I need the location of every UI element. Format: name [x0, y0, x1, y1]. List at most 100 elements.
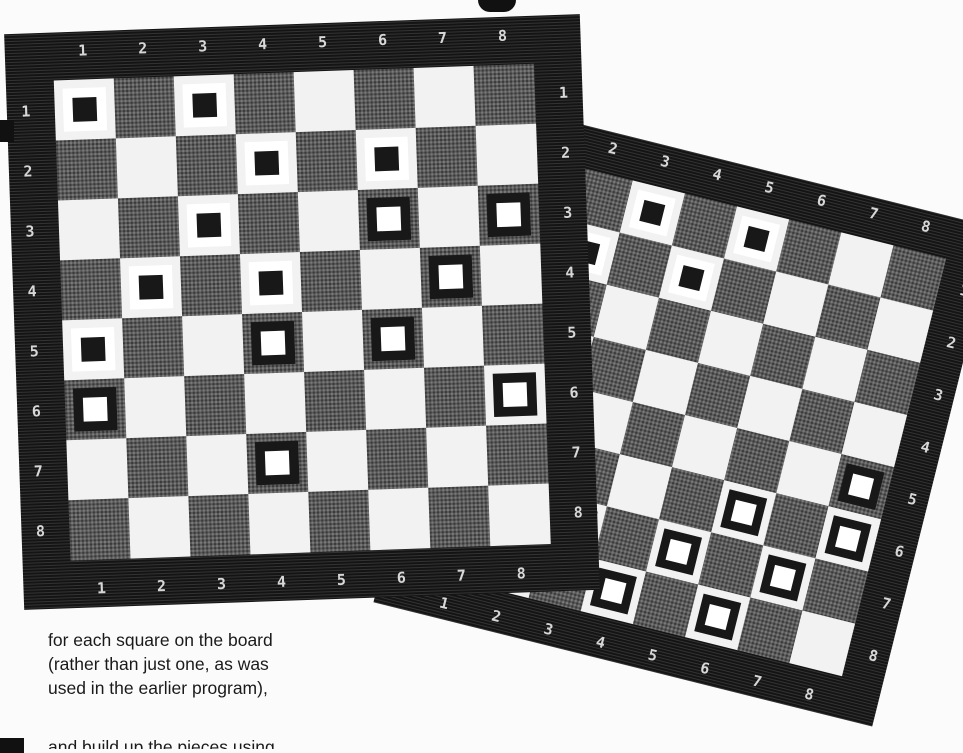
article-line: (rather than just one, as was	[48, 652, 378, 676]
right-coordinate-label: 3	[563, 204, 573, 222]
bottom-coordinate-label: 7	[456, 566, 466, 584]
light-piece	[503, 382, 528, 407]
board-square	[354, 68, 417, 131]
board-square	[416, 126, 479, 189]
right-coordinate-label: 2	[561, 144, 571, 162]
dark-piece	[197, 213, 222, 238]
board-square	[58, 198, 121, 261]
top-coordinate-label: 5	[318, 33, 328, 51]
board-square	[186, 434, 249, 497]
board-square	[118, 196, 181, 259]
right-coordinate-label: 7	[571, 443, 581, 461]
bottom-coordinate-label: 6	[397, 569, 407, 587]
article-line: for each square on the board	[48, 628, 378, 652]
light-piece	[261, 331, 286, 356]
dark-piece	[81, 337, 106, 362]
board-square	[424, 366, 487, 429]
left-coordinate-label: 8	[36, 522, 46, 540]
board-square	[302, 310, 365, 373]
board-square	[418, 186, 481, 249]
left-coordinate-label: 5	[29, 342, 39, 360]
board-square	[304, 370, 367, 433]
board-square	[122, 316, 185, 379]
board-square	[114, 76, 177, 139]
board-square	[244, 372, 307, 435]
board-square	[234, 72, 297, 135]
board-square	[428, 486, 491, 549]
light-piece	[381, 326, 406, 351]
board-square	[56, 138, 119, 201]
light-piece	[83, 397, 108, 422]
board-square	[306, 430, 369, 493]
right-coordinate-label: 5	[567, 323, 577, 341]
light-piece	[496, 202, 521, 227]
bottom-coordinate-label: 8	[516, 564, 526, 582]
front-board-group: 11112222333344445555666677778888	[4, 14, 600, 610]
board-square	[414, 66, 477, 129]
left-coordinate-label: 3	[25, 222, 35, 240]
board-square	[238, 192, 301, 255]
dark-piece	[254, 151, 279, 176]
right-coordinate-label: 8	[573, 503, 583, 521]
top-coordinate-label: 8	[498, 27, 508, 45]
board-square	[308, 490, 371, 553]
board-square	[128, 496, 191, 559]
left-coordinate-label: 7	[34, 462, 44, 480]
top-edge-mark	[478, 0, 516, 12]
top-coordinate-label: 3	[198, 37, 208, 55]
board-square	[368, 488, 431, 551]
board-square	[360, 248, 423, 311]
bottom-coordinate-label: 1	[97, 579, 107, 597]
top-coordinate-label: 6	[378, 31, 388, 49]
board-square	[366, 428, 429, 491]
board-square	[426, 426, 489, 489]
left-edge-mark	[0, 120, 14, 142]
light-piece	[438, 264, 463, 289]
board-square	[176, 134, 239, 197]
dark-piece	[192, 93, 217, 118]
dark-piece	[72, 97, 97, 122]
article-line-partial: and build up the pieces using	[48, 735, 378, 749]
board-square	[480, 244, 543, 307]
board-square	[126, 436, 189, 499]
left-coordinate-label: 2	[23, 162, 33, 180]
right-coordinate-label: 1	[559, 84, 569, 102]
board-square	[474, 64, 537, 127]
bottom-coordinate-label: 4	[277, 573, 287, 591]
board-square	[180, 254, 243, 317]
top-coordinate-label: 4	[258, 35, 268, 53]
top-coordinate-label: 1	[78, 41, 88, 59]
board-square	[300, 250, 363, 313]
board-square	[486, 424, 549, 487]
top-coordinate-label: 2	[138, 39, 148, 57]
board-square	[116, 136, 179, 199]
article-text: for each square on the board (rather tha…	[48, 628, 378, 700]
dark-piece	[374, 147, 399, 172]
board-square	[248, 492, 311, 555]
left-coordinate-label: 4	[27, 282, 37, 300]
top-coordinate-label: 7	[438, 29, 448, 47]
board-square	[488, 483, 551, 546]
right-coordinate-label: 6	[569, 383, 579, 401]
board-square	[66, 438, 129, 501]
board-square	[184, 374, 247, 437]
light-piece	[376, 207, 401, 232]
front-chessboard-graphic: 11112222333344445555666677778888	[0, 0, 610, 625]
article-line: used in the earlier program),	[48, 676, 378, 700]
dark-piece	[139, 275, 164, 300]
board-square	[298, 190, 361, 253]
board-square	[60, 258, 123, 321]
board-square	[364, 368, 427, 431]
board-square	[124, 376, 187, 439]
bottom-coordinate-label: 5	[337, 571, 347, 589]
board-square	[68, 498, 131, 561]
bottom-coordinate-label: 3	[217, 575, 227, 593]
left-coordinate-label: 6	[31, 402, 41, 420]
board-square	[482, 304, 545, 367]
front-chessboard-image: 11112222333344445555666677778888	[0, 0, 610, 625]
right-coordinate-label: 4	[565, 263, 575, 281]
bottom-left-edge-mark	[0, 738, 24, 753]
board-square	[188, 494, 251, 557]
dark-piece	[259, 271, 284, 296]
board-square	[296, 130, 359, 193]
